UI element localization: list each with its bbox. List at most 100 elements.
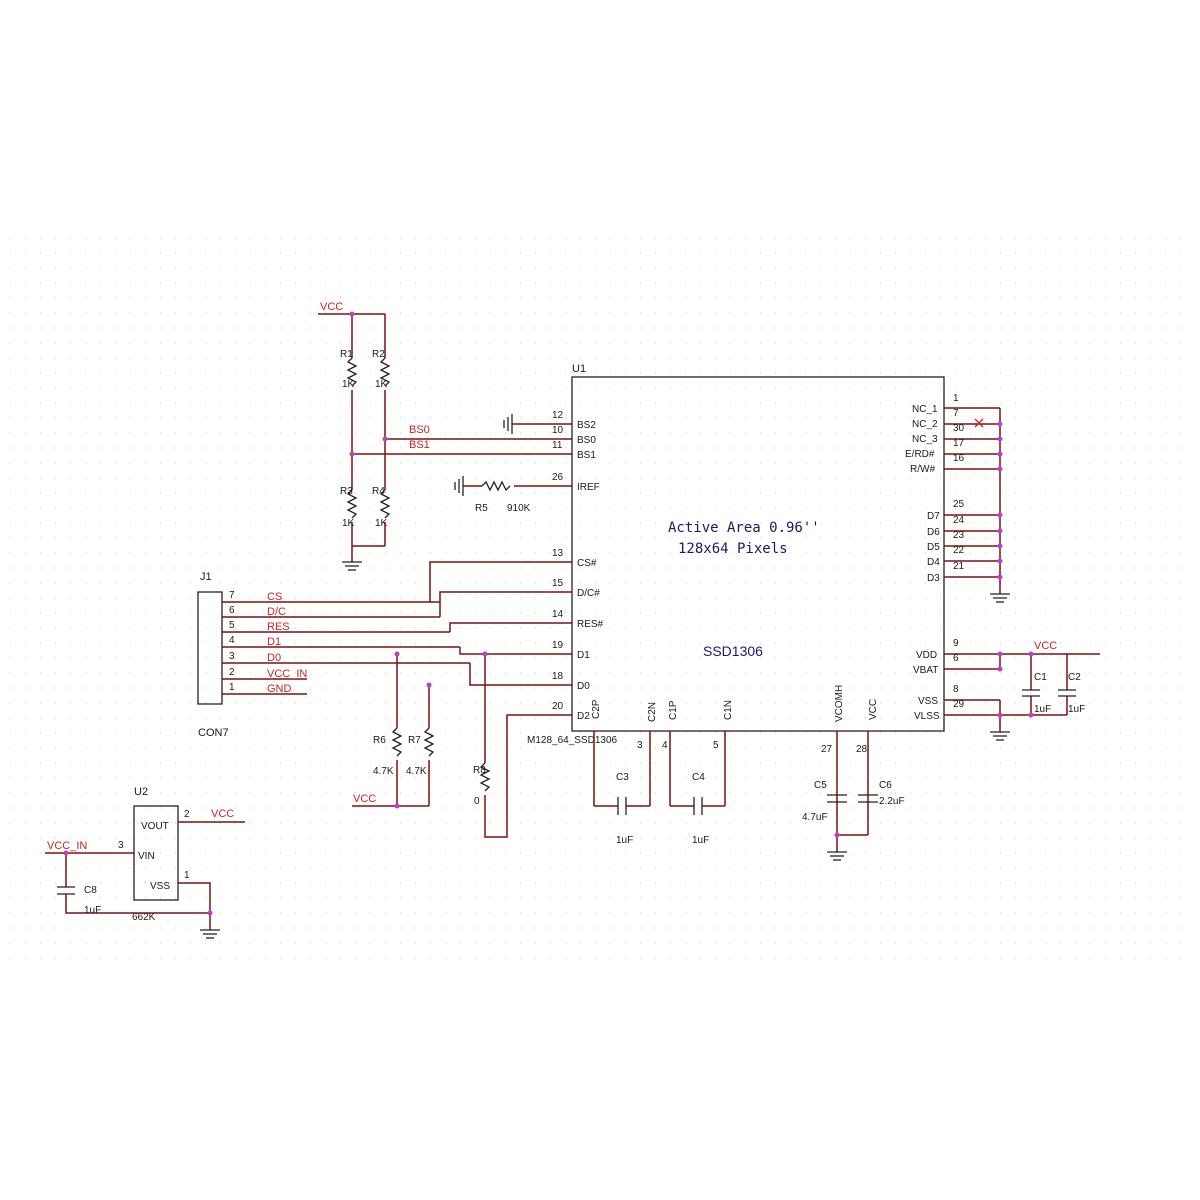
net-vcc-top: VCC xyxy=(320,301,343,313)
c2-ref: C2 xyxy=(1068,672,1081,683)
resistor-r6: R6 4.7K xyxy=(373,727,403,777)
r5-ref: R5 xyxy=(475,503,488,514)
capacitor-c5: C5 4.7uF xyxy=(802,780,847,823)
u1-pin-d1-name: D1 xyxy=(577,650,590,661)
c4-value: 1uF xyxy=(692,835,709,846)
r6-ref: R6 xyxy=(373,735,386,746)
u1-pin-bs2-num: 12 xyxy=(552,410,564,421)
u1-pin-d4-num: 22 xyxy=(953,545,965,556)
c5-ref: C5 xyxy=(814,780,827,791)
u1-pin-dc-num: 15 xyxy=(552,578,564,589)
u1-pin-rw-name: R/W# xyxy=(910,464,935,475)
r4-ref: R4 xyxy=(372,486,385,497)
u1-pin-bs2-name: BS2 xyxy=(577,420,596,431)
u1-pin-c2n-num: 3 xyxy=(637,740,643,751)
j1-pin-3-num: 3 xyxy=(229,651,235,662)
u1-pin-vdd-name: VDD xyxy=(916,650,937,661)
j1-pin-4-net: D1 xyxy=(267,636,281,648)
u2-part: 662K xyxy=(132,912,156,923)
u1-pin-vlss-name: VLSS xyxy=(914,711,940,722)
net-vcc-pullup: VCC xyxy=(353,793,376,805)
ground-symbol-u1-right xyxy=(990,593,1010,603)
r4-value: 1K xyxy=(375,518,388,529)
ground-symbol-bs2 xyxy=(503,414,513,434)
j1-pin-7-net: CS xyxy=(267,591,282,603)
u1-chip-label: SSD1306 xyxy=(703,643,763,659)
capacitor-c6: C6 2.2uF xyxy=(858,780,905,807)
r1-value: 1K xyxy=(342,379,355,390)
resistor-r5: R5 910K xyxy=(475,480,531,514)
u1-pin-bs0-num: 10 xyxy=(552,425,564,436)
net-vcc-in: VCC_IN xyxy=(47,840,87,852)
c4-ref: C4 xyxy=(692,772,705,783)
r3-ref: R3 xyxy=(340,486,353,497)
u1-body xyxy=(571,376,945,732)
u1-pin-vlss-num: 29 xyxy=(953,699,965,710)
r2-value: 1K xyxy=(375,379,388,390)
u1-pin-cs-num: 13 xyxy=(552,548,564,559)
j1-ref: J1 xyxy=(200,571,212,583)
capacitor-c3: C3 1uF xyxy=(594,772,650,846)
u1-pin-vss-num: 8 xyxy=(953,684,959,695)
r1-ref: R1 xyxy=(340,349,353,360)
j1-pin-6-num: 6 xyxy=(229,605,235,616)
u1-pin-d4-name: D4 xyxy=(927,557,940,568)
resistor-r1: R1 1K xyxy=(340,349,358,390)
u1-pin-vcomh-num: 27 xyxy=(821,744,833,755)
u1-pin-res-name: RES# xyxy=(577,619,604,630)
u1-pin-c2n-name: C2N xyxy=(647,702,658,722)
u1-pin-d5-name: D5 xyxy=(927,542,940,553)
j1-pin-3-net: D0 xyxy=(267,652,281,664)
u1-ref: U1 xyxy=(572,363,586,375)
u1-left-pins: 12 BS2 10 BS0 11 BS1 26 IREF 13 CS# 15 D… xyxy=(542,410,604,722)
c3-value: 1uF xyxy=(616,835,633,846)
r7-value: 4.7K xyxy=(406,766,427,777)
u1-pin-nc2-name: NC_2 xyxy=(912,419,938,430)
u2-ref: U2 xyxy=(134,786,148,798)
u1-pin-iref-num: 26 xyxy=(552,472,564,483)
u1-pin-d2-name: D2 xyxy=(577,711,590,722)
u1-pin-nc3-name: NC_3 xyxy=(912,434,938,445)
c6-value: 2.2uF xyxy=(879,796,905,807)
capacitor-c2: C2 1uF xyxy=(1058,672,1085,715)
u1-pin-erd-num: 17 xyxy=(953,438,965,449)
u1-right-pins: 1 NC_1 7 NC_2 30 NC_3 17 E/RD# 16 R/W# 2… xyxy=(905,393,1000,722)
u1-pin-vbat-num: 6 xyxy=(953,653,959,664)
u1-pin-nc1-num: 1 xyxy=(953,393,959,404)
u1-pin-c1n-name: C1N xyxy=(723,700,734,720)
resistor-r4: R4 1K xyxy=(372,486,391,529)
u1-part-number: M128_64_SSD1306 xyxy=(527,735,618,746)
ground-symbol-vcomh xyxy=(827,851,847,861)
u1-pin-cs-name: CS# xyxy=(577,558,597,569)
net-vcc-right: VCC xyxy=(1034,640,1057,652)
net-bs1: BS1 xyxy=(409,439,430,451)
u1-pin-nc2-num: 7 xyxy=(953,408,959,419)
c2-value: 1uF xyxy=(1068,704,1085,715)
u2-pin-vss-num: 1 xyxy=(184,870,190,881)
j1-pins: 7 CS 6 D/C 5 RES 4 D1 3 D0 2 VCC_IN 1 GN… xyxy=(222,590,470,695)
u1-pin-c1p-name: C1P xyxy=(668,700,679,720)
u2-pin-vss-name: VSS xyxy=(150,881,170,892)
c6-ref: C6 xyxy=(879,780,892,791)
u1-pin-d3-name: D3 xyxy=(927,573,940,584)
r8-value: 0 xyxy=(474,796,480,807)
r2-ref: R2 xyxy=(372,349,385,360)
j1-pin-2-num: 2 xyxy=(229,667,235,678)
u1-pin-d5-num: 23 xyxy=(953,530,965,541)
j1-pin-1-num: 1 xyxy=(229,682,235,693)
u1-pin-rw-num: 16 xyxy=(953,453,965,464)
resistor-r3: R3 1K xyxy=(340,486,358,529)
u1-pin-d2-num: 20 xyxy=(552,701,564,712)
resistor-r2: R2 1K xyxy=(372,349,391,390)
j1-pin-4-num: 4 xyxy=(229,635,235,646)
u1-bottom-pins: C2P C2N 3 C1P 4 C1N 5 VCOMH 27 VCC 28 xyxy=(591,685,879,835)
c8-value: 1uF xyxy=(84,905,101,916)
j1-pin-2-net: VCC_IN xyxy=(267,668,307,680)
j1-body xyxy=(197,591,223,705)
u2-pin-vout-num: 2 xyxy=(184,809,190,820)
c8-ref: C8 xyxy=(84,885,97,896)
u1-pin-d6-name: D6 xyxy=(927,527,940,538)
ground-symbol-vss xyxy=(990,731,1010,741)
u1-pin-d1-num: 19 xyxy=(552,640,564,651)
